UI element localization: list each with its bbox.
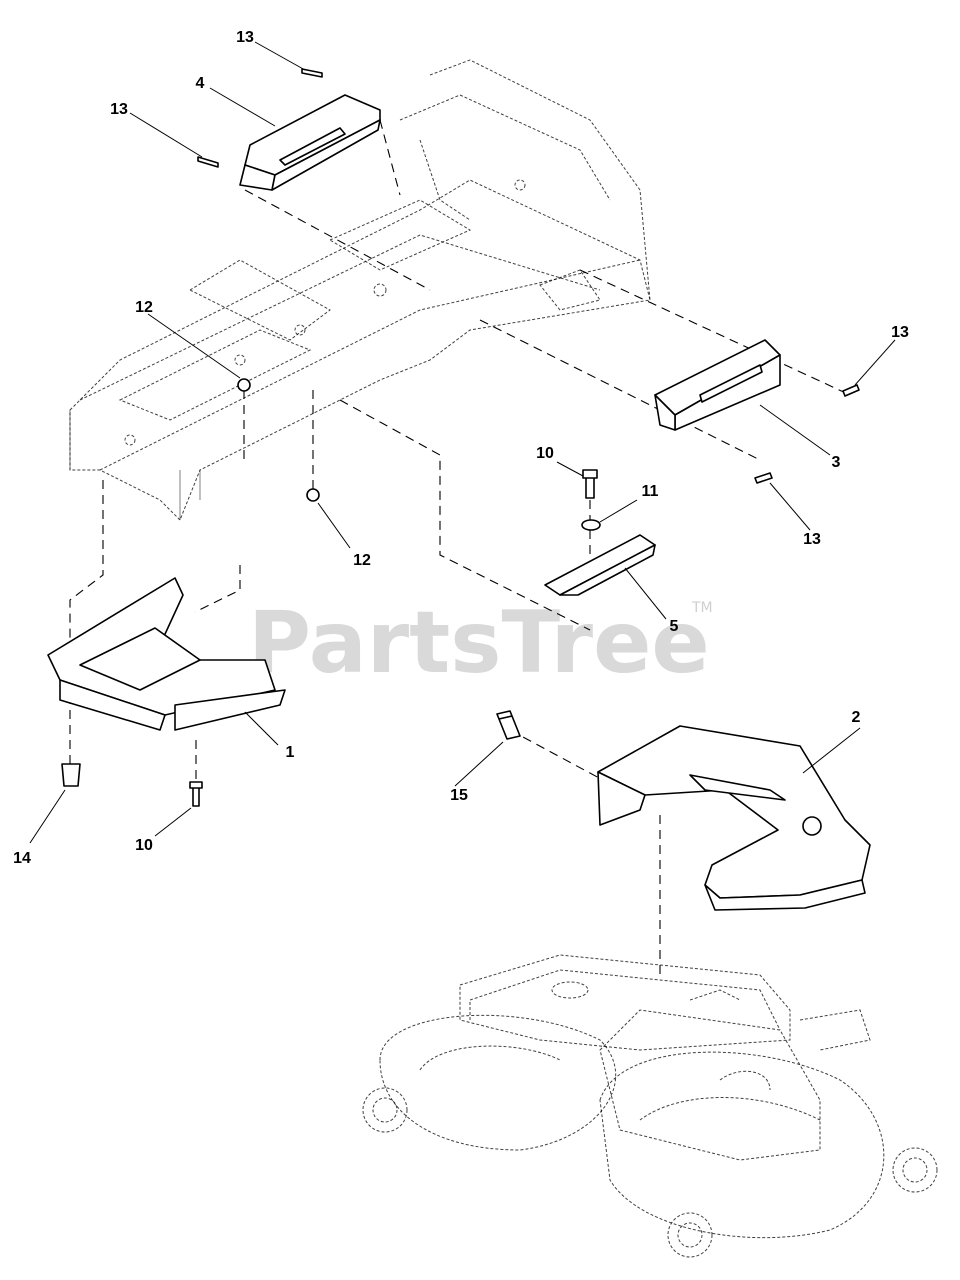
part-1-footrest[interactable]: [47, 577, 286, 731]
screw-13-left[interactable]: [197, 156, 219, 168]
nut-14[interactable]: [61, 763, 81, 787]
callout-13-right-lower: 13: [803, 531, 821, 548]
alignment-lines: [69, 119, 851, 980]
callout-11: 11: [642, 483, 659, 500]
washer-11[interactable]: [581, 519, 601, 531]
nut-12-lower[interactable]: [306, 488, 320, 502]
callout-3: 3: [832, 454, 841, 471]
bolt-10-upper[interactable]: [582, 469, 598, 499]
callout-1: 1: [286, 744, 295, 761]
callouts: 13 4 13 12 13 3 13 12 10 11 5 1 2 15 14 …: [13, 29, 909, 867]
callout-12-upper: 12: [135, 299, 153, 316]
callout-12-lower: 12: [353, 552, 371, 569]
callout-13-left: 13: [110, 101, 128, 118]
callout-15: 15: [450, 787, 468, 804]
screw-13-right-upper[interactable]: [842, 384, 860, 397]
leader-lines: [29, 41, 896, 844]
part-4-bracket[interactable]: [239, 94, 381, 191]
callout-13-top: 13: [236, 29, 254, 46]
watermark-text: PartsTree: [248, 593, 710, 693]
part-2-shroud[interactable]: [597, 725, 871, 911]
callout-10-lower: 10: [135, 837, 153, 854]
nut-12-upper[interactable]: [237, 378, 251, 392]
callout-2: 2: [852, 709, 861, 726]
callout-5: 5: [670, 618, 679, 635]
part-5-plate[interactable]: [544, 534, 656, 596]
bolt-10-lower[interactable]: [189, 781, 203, 807]
callout-10-upper: 10: [536, 445, 554, 462]
fasteners: [61, 68, 860, 807]
screw-13-right-lower[interactable]: [754, 472, 773, 484]
bolt-15[interactable]: [496, 710, 521, 740]
mower-deck-ghost: [362, 954, 938, 1258]
callout-4: 4: [196, 75, 205, 92]
callout-14: 14: [13, 850, 31, 867]
part-3-bracket[interactable]: [654, 339, 781, 431]
screw-13-top[interactable]: [301, 68, 323, 78]
watermark-trademark: TM: [691, 600, 713, 616]
callout-13-right-upper: 13: [891, 324, 909, 341]
